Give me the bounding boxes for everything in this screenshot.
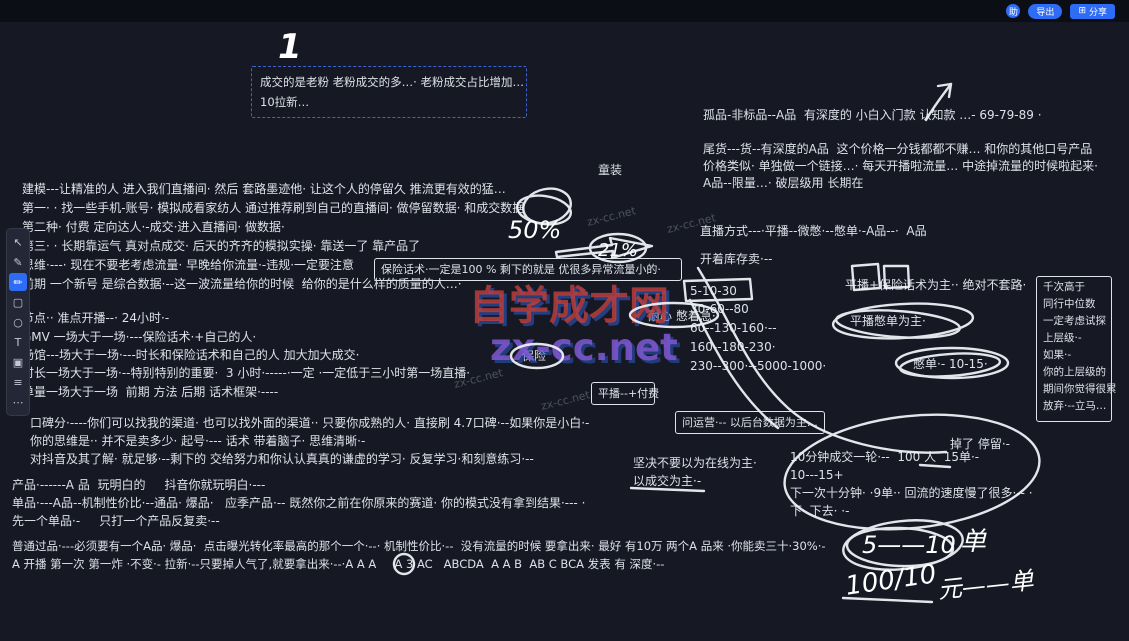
note-text-42[interactable]: A 开播 第一次 第一炸 ·不变·- 拉新·--只要掉人气了,就要拿出来·--·… [12,557,665,571]
note-text-33[interactable]: 坚决不要以为在线为主· [633,456,757,470]
note-text-25[interactable]: 平播+保险话术为主·· 绝对不套路· [845,278,1027,292]
note-text-4[interactable]: 童装 [598,163,623,177]
note-text-27[interactable]: 憋单·- 10-15· [913,357,988,371]
note-text-0[interactable]: 孤品-非标品--A品 有深度的 小白入门款 认知款 …- 69-79-89 · [703,108,1042,122]
pingbo-paid-note[interactable]: 平播--+付费 [591,382,659,405]
note-text-30[interactable]: 10---15+ [790,468,844,482]
note-text-35[interactable]: 口碑分·----你们可以找我的渠道· 也可以找外面的渠道·· 只要你成熟的人· … [30,416,590,430]
note-text-17[interactable]: 保险 [522,349,547,363]
shape-icon[interactable]: ▢ [12,295,24,309]
cursor-icon[interactable]: ↖ [13,235,23,249]
more-icon[interactable]: ⋯ [12,395,24,409]
text-icon[interactable]: T [14,335,22,349]
note-text-6[interactable]: 第一· · 找一些手机-账号· 模拟成看家纺人 通过推荐刷到自己的直播间· 做停… [22,201,525,215]
user-avatar[interactable]: 助 [1006,4,1021,18]
lines-icon[interactable]: ≡ [13,375,23,389]
note-text-5[interactable]: 建模---让精准的人 进入我们直播间· 然后 套路墨迹他· 让这个人的停留久 推… [22,182,506,196]
topbar: 助 导出 ⊞ 分享 [0,0,1129,22]
note-text-29[interactable]: 10分钟成交一轮·-- 100 人 15单·- [790,450,980,464]
note-text-11[interactable]: 节点·· 准点开播--· 24小时·- [22,311,170,325]
ask-operations-note[interactable]: 问运营·-- 以后台数据为主… [675,411,825,434]
note-text-38[interactable]: 产品·------A 品 玩明白的 抖音你就玩明白·--- [12,478,266,492]
note-text-19[interactable]: 30-60--80 [690,302,749,316]
note-text-41[interactable]: 普通过品·---必须要有一个A品· 爆品· 点击曝光转化率最高的那个一个·--·… [12,539,826,553]
pen-icon[interactable]: ✎ [13,255,23,269]
note-text-1[interactable]: 尾货---货--有深度的A品 这个价格一分钱都都不赚… 和你的其他口号产品 [703,142,1093,156]
note-text-7[interactable]: 第二种· 付费 定向达人·-成交·进入直播间· 做数据· [22,220,285,234]
note-text-39[interactable]: 单品·---A品--机制性价比·--通品· 爆品· 应季产品·-- 既然你之前在… [12,496,586,510]
note-text-37[interactable]: 对抖音及其了解· 就足够·--剩下的 交给努力和你认认真真的谦虚的学习· 反复学… [30,452,534,466]
note-text-36[interactable]: 你的思维是·· 并不是卖多少· 起号·--- 话术 带着脑子· 思维清晰·- [30,434,366,448]
note-text-3[interactable]: A品--限量…· 破层级用 长期在 [703,176,864,190]
ellipse-icon[interactable]: ○ [13,315,23,329]
note-text-2[interactable]: 价格类似· 单独做一个链接…· 每天开播啦流量… 中途掉流量的时候啦起来· [703,159,1098,173]
note-text-13[interactable]: 场馆---场大于一场·---时长和保险话术和自己的人 加大加大成交· [22,348,360,362]
note-text-21[interactable]: 160--180-230· [690,340,776,354]
note-text-32[interactable]: 下· 下去· ·- [790,504,850,518]
note-text-8[interactable]: 第三· · 长期靠运气 真对点成交· 后天的齐齐的模拟实操· 靠送一了 靠产品了 [22,239,421,253]
tool-palette: ↖ ✎ ✏ ▢ ○ T ▣ ≡ ⋯ [6,228,30,416]
insurance-note[interactable]: 保险话术·一定是100 % 剩下的就是 优很多异常流量小的· [374,258,682,281]
share-button-label: 分享 [1088,7,1107,18]
note-text-14[interactable]: 时长一场大于一场·--特别特别的重要· 3 小时·-----·一定 ·一定低于三… [22,366,471,380]
note-text-31[interactable]: 下一次十分钟· ·9单·· 回流的速度慢了很多·-- · [790,486,1033,500]
note-text-20[interactable]: 60--130-160·-- [690,321,777,335]
export-button[interactable]: 导出 [1028,3,1063,19]
note-text-40[interactable]: 先一个单品·- 只打一个产品反复卖·-- [12,514,220,528]
note-icon[interactable]: ▣ [12,355,24,369]
marker-icon[interactable]: ✏ [9,273,27,291]
note-text-26[interactable]: 平播憋单为主· [850,314,926,328]
note-text-15[interactable]: 单量一场大于一场 前期 方法 后期 话术框架·---- [22,385,279,399]
note-text-18[interactable]: 5-10-30 [690,284,737,298]
note-text-23[interactable]: 直播方式---·平播--微憋·--憋单·-A品--· A品 [700,224,927,238]
note-text-22[interactable]: 230--300·--5000-1000· [690,359,827,373]
note-text-34[interactable]: 以成交为主·- [633,474,702,488]
qianci-note[interactable]: 千次高于同行中位数一定考虑试探上层级·-如果·-你的上层级的期间你觉得很累放弃·… [1036,276,1117,422]
grid-icon: ⊞ [1078,6,1086,16]
old-fans-note[interactable]: 成交的是老粉 老粉成交的多…· 老粉成交占比增加…10拉新… [251,66,527,118]
note-text-9[interactable]: 思维·---· 现在不要老考虑流量· 早晚给你流量·-违规·一定要注意 [22,258,355,272]
share-button[interactable]: ⊞ 分享 [1070,3,1115,19]
note-text-12[interactable]: GMV 一场大于一场·---保险话术·+自己的人· [22,330,257,344]
note-text-24[interactable]: 开着库存卖·-- [700,252,773,266]
